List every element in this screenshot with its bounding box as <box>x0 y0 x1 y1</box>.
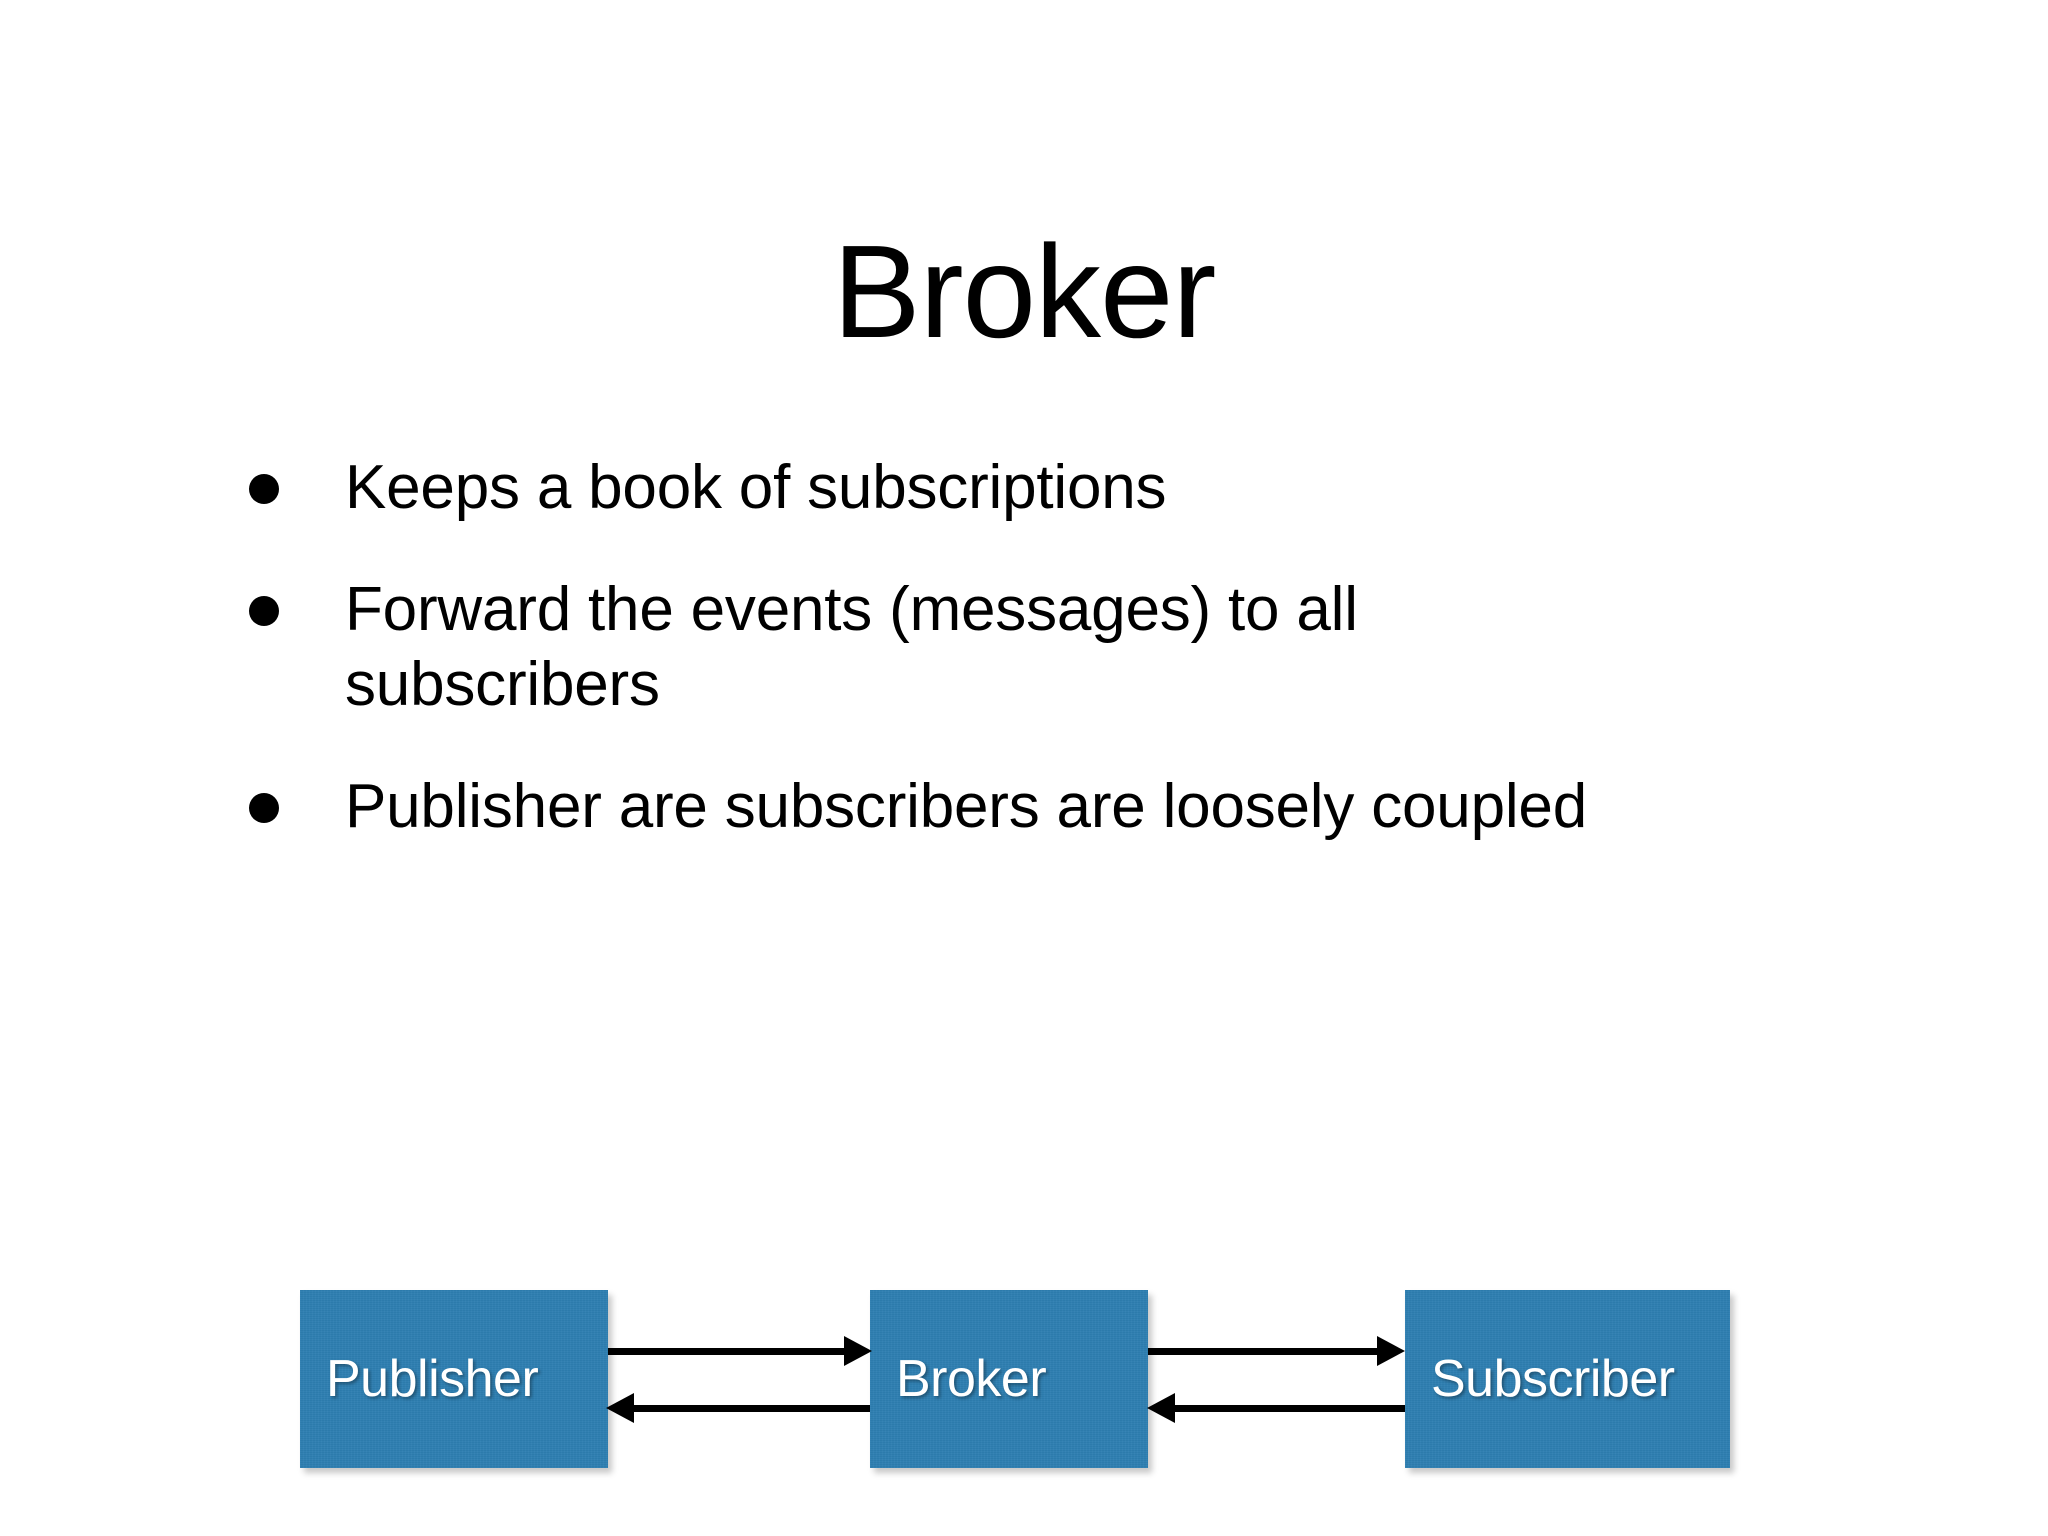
diagram-node-label: Subscriber <box>1431 1350 1675 1408</box>
arrow-head-left-icon <box>1147 1393 1175 1423</box>
arrow-publisher-to-broker <box>608 1336 872 1366</box>
list-item: Forward the events (messages) to all sub… <box>243 572 1663 723</box>
arrow-head-left-icon <box>606 1393 634 1423</box>
list-item-text: Keeps a book of subscriptions <box>345 453 1167 522</box>
broker-architecture-diagram: Publisher Broker Subscriber <box>300 1290 1760 1468</box>
page-title: Broker <box>832 218 1217 366</box>
diagram-node-label: Publisher <box>326 1350 539 1408</box>
list-item: Publisher are subscribers are loosely co… <box>243 769 1663 845</box>
arrow-head-right-icon <box>1377 1336 1405 1366</box>
diagram-node-broker: Broker <box>870 1290 1148 1468</box>
bullet-list: Keeps a book of subscriptions Forward th… <box>243 450 1663 845</box>
bullet-dot-icon <box>249 595 279 626</box>
arrow-subscriber-to-broker <box>1147 1393 1405 1423</box>
list-item-text: Forward the events (messages) to all sub… <box>345 574 1358 720</box>
diagram-node-subscriber: Subscriber <box>1405 1290 1730 1468</box>
bullet-dot-icon <box>249 792 279 823</box>
diagram-node-publisher: Publisher <box>300 1290 608 1468</box>
arrow-broker-to-publisher <box>606 1393 870 1423</box>
list-item: Keeps a book of subscriptions <box>243 450 1663 526</box>
diagram-node-label: Broker <box>896 1350 1047 1408</box>
arrow-broker-to-subscriber <box>1148 1336 1405 1366</box>
arrow-head-right-icon <box>844 1336 872 1366</box>
bullet-dot-icon <box>249 474 279 504</box>
list-item-text: Publisher are subscribers are loosely co… <box>345 771 1587 841</box>
